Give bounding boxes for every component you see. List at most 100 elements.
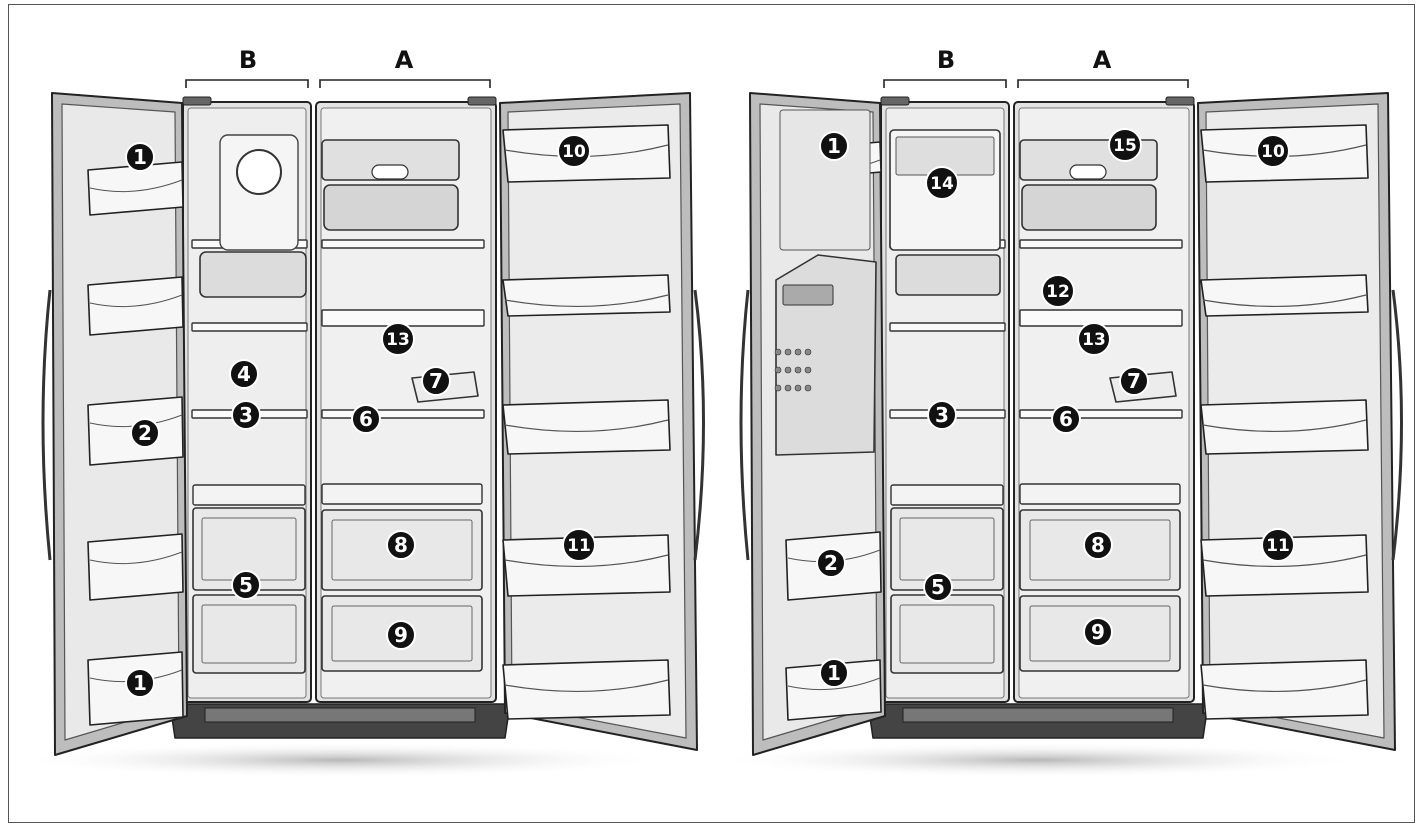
callout-number: 7 — [429, 369, 443, 393]
callout-number: 12 — [1046, 282, 1070, 302]
callout-badge — [130, 418, 160, 448]
zone-label: B — [937, 46, 955, 74]
door-handle — [693, 289, 705, 561]
door-bin — [1200, 399, 1369, 455]
zone-bracket — [319, 79, 491, 88]
door-bin-rim — [504, 294, 669, 307]
hinge-cap — [880, 96, 910, 106]
callout-number: 1 — [133, 145, 147, 169]
light-cover — [323, 184, 459, 231]
freezer-drawer-lid — [890, 484, 1004, 506]
fridge-shelf — [321, 239, 485, 249]
callout-number: 4 — [237, 362, 251, 386]
door-bin-rim — [504, 419, 669, 432]
callout-number: 2 — [138, 421, 152, 445]
door-bin-rim — [504, 554, 669, 567]
callout-number: 15 — [1113, 136, 1137, 156]
dispenser-button — [804, 366, 812, 374]
toe-grille — [204, 707, 476, 723]
callout-badge — [1041, 274, 1075, 308]
crisper-drawer-front — [1029, 519, 1171, 581]
crisper-lid — [1019, 483, 1181, 505]
callout-badge — [562, 528, 596, 562]
door-bin-rim — [1202, 419, 1367, 432]
callout-badge — [1119, 366, 1149, 396]
freezer-drawer — [890, 594, 1004, 674]
callout-number: 8 — [1091, 533, 1105, 557]
callout-badge — [1077, 322, 1111, 356]
dispenser-button — [774, 384, 782, 392]
door-bin-rim — [89, 551, 183, 565]
control-knob — [1069, 164, 1107, 180]
door-bin — [502, 274, 671, 317]
door-bin — [502, 534, 671, 597]
dispenser-button — [774, 348, 782, 356]
floor-shadow — [10, 742, 670, 778]
callout-badge — [421, 366, 451, 396]
door-bin-rim — [1202, 554, 1367, 567]
door-bin — [502, 659, 671, 720]
callout-badge — [229, 359, 259, 389]
hinge-cap — [1165, 96, 1195, 106]
callout-number: 9 — [394, 623, 408, 647]
dispenser-button — [804, 384, 812, 392]
callout-badge — [927, 400, 957, 430]
callout-badge — [386, 530, 416, 560]
callout-number: 6 — [359, 407, 373, 431]
fridge-shelf — [1019, 239, 1183, 249]
dispenser-button — [784, 366, 792, 374]
dispenser-display — [782, 284, 834, 306]
callout-number: 1 — [827, 661, 841, 685]
callout-number: 1 — [133, 671, 147, 695]
door-bin — [785, 659, 882, 721]
zone-label: A — [1093, 46, 1112, 74]
crisper-lid — [321, 483, 483, 505]
callout-number: 5 — [931, 575, 945, 599]
callout-badge — [381, 322, 415, 356]
freezer-shelf — [889, 322, 1006, 332]
freezer-drawer — [192, 594, 306, 674]
callout-number: 3 — [935, 403, 949, 427]
crisper-drawer-front — [1029, 605, 1171, 662]
control-panel — [321, 139, 460, 181]
ice-bucket-housing — [779, 109, 871, 251]
dispenser-button — [804, 348, 812, 356]
door-bin-rim — [1202, 294, 1367, 307]
callout-badge — [1083, 617, 1113, 647]
door-bin — [1200, 274, 1369, 317]
fridge-shelf — [1019, 409, 1183, 419]
toe-grille — [902, 707, 1174, 723]
crisper-drawer-front — [331, 605, 473, 662]
callout-badge — [1261, 528, 1295, 562]
freezer-drawer-front — [201, 604, 297, 664]
callout-badge — [557, 134, 591, 168]
dispenser-button — [794, 348, 802, 356]
freezer-shelf — [191, 322, 308, 332]
callout-badge — [819, 658, 849, 688]
callout-badge — [351, 404, 381, 434]
door-bin-rim — [787, 677, 881, 691]
zone-bracket — [1017, 79, 1189, 88]
callout-number: 8 — [394, 533, 408, 557]
callout-badge — [1083, 530, 1113, 560]
ice-storage-bin — [895, 254, 1001, 296]
door-bin-rim — [89, 179, 183, 193]
door-bin-rim — [89, 294, 183, 308]
callout-badge — [816, 548, 846, 578]
freezer-drawer-front — [899, 604, 995, 664]
callout-number: 11 — [1266, 536, 1290, 556]
zone-bracket — [883, 79, 1007, 88]
callout-number: 13 — [386, 330, 410, 350]
dispenser-button — [784, 348, 792, 356]
fridge-shelf — [321, 409, 485, 419]
callout-number: 7 — [1127, 369, 1141, 393]
freezer-drawer-lid — [192, 484, 306, 506]
hinge-cap — [182, 96, 212, 106]
callout-badge — [125, 668, 155, 698]
crisper-drawer-front — [331, 519, 473, 581]
door-bin-rim — [1202, 679, 1367, 692]
